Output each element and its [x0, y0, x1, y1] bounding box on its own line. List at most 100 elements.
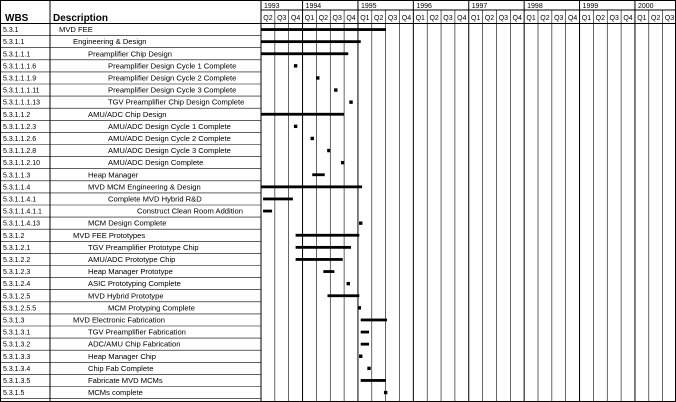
task-name: AMU/ADC Design Complete [108, 158, 203, 167]
task-bar [360, 379, 386, 382]
quarter-label: Q3 [333, 15, 342, 22]
task-name: Complete MVD Hybrid R&D [108, 194, 202, 203]
task-name: Heap Manager Chip [88, 352, 156, 361]
quarter-label: Q3 [277, 15, 286, 22]
wbs-code: 5.3.1.1.4.13 [3, 221, 40, 228]
quarter-label: Q2 [263, 15, 272, 22]
quarter-label: Q1 [526, 15, 535, 22]
task-bar [263, 209, 273, 213]
wbs-code: 5.3.1.2.2 [3, 257, 30, 264]
task-bar [360, 342, 370, 346]
wbs-code: 5.3.1.2.3 [3, 269, 30, 276]
task-bar [261, 28, 386, 31]
milestone-marker [359, 221, 363, 225]
quarter-label: Q3 [388, 15, 397, 22]
year-label: 2000 [638, 3, 654, 10]
wbs-code: 5.3.1.1 [3, 39, 25, 46]
task-bar [295, 258, 343, 261]
wbs-code: 5.3.1.3.3 [3, 354, 30, 361]
task-name: MVD Hybrid Prototype [88, 291, 164, 300]
wbs-code: 5.3.1.1.2 [3, 112, 30, 119]
task-name: MCMs complete [88, 388, 143, 397]
task-name: Engineering & Design [73, 37, 146, 46]
task-bar [312, 173, 325, 177]
task-name: TGV Preamplifier Fabrication [88, 328, 186, 337]
quarter-label: Q2 [429, 15, 438, 22]
task-name: AMU/ADC Design Cycle 1 Complete [108, 122, 231, 131]
milestone-marker [359, 354, 363, 358]
milestone-marker [341, 160, 345, 165]
wbs-code: 5.3.1.1.3 [3, 172, 30, 179]
quarter-label: Q1 [305, 15, 314, 22]
task-name: MCM Design Complete [88, 219, 167, 228]
task-name: TGV Preamplifier Prototype Chip [88, 243, 199, 252]
task-bar [323, 270, 335, 273]
year-label: 1995 [361, 3, 377, 10]
year-label: 1993 [264, 3, 280, 10]
milestone-marker [334, 88, 338, 92]
task-name: Heap Manager [88, 170, 139, 179]
quarter-label: Q1 [637, 15, 646, 22]
year-label: 1997 [472, 3, 488, 10]
task-name: MVD Electronic Fabrication [73, 315, 165, 324]
quarter-label: Q2 [651, 15, 660, 22]
task-bar [261, 40, 361, 44]
wbs-code: 5.3.1.1.1.9 [3, 75, 36, 82]
milestone-marker [346, 281, 350, 286]
quarter-label: Q2 [485, 15, 494, 22]
quarter-label: Q3 [665, 15, 674, 22]
task-name: MCM Protyping Complete [108, 303, 195, 312]
task-bar [295, 245, 352, 249]
milestone-marker [367, 366, 371, 371]
wbs-code: 5.3.1.1.2.10 [3, 160, 40, 167]
wbs-code: 5.3.1.2.5.5 [3, 305, 36, 312]
milestone-marker [293, 64, 298, 68]
wbs-code: 5.3.1.1.2.8 [3, 148, 36, 155]
wbs-code: 5.3.1.3.1 [3, 330, 30, 337]
quarter-label: Q4 [346, 15, 355, 22]
task-name: AMU/ADC Design Cycle 2 Complete [108, 134, 231, 143]
task-bar [327, 294, 360, 298]
quarter-label: Q2 [540, 15, 549, 22]
quarter-label: Q4 [402, 15, 411, 22]
wbs-code: 5.3.1.1.4.1.1 [3, 209, 42, 216]
milestone-marker [357, 306, 362, 310]
quarter-label: Q1 [471, 15, 480, 22]
wbs-code: 5.3.1 [3, 27, 19, 34]
year-label: 1998 [527, 3, 543, 10]
quarter-label: Q4 [457, 15, 466, 22]
task-name: TGV Preamplifier Chip Design Complete [108, 98, 244, 107]
wbs-code: 5.3.1.2 [3, 233, 25, 240]
quarter-label: Q1 [416, 15, 425, 22]
quarter-label: Q3 [443, 15, 452, 22]
wbs-column-header: WBS [5, 13, 29, 24]
wbs-code: 5.3.1.5 [3, 390, 25, 397]
milestone-marker [293, 124, 298, 129]
task-name: AMU/ADC Chip Design [88, 110, 167, 119]
wbs-code: 5.3.1.1.4.1 [3, 196, 36, 203]
task-name: Preamplifier Chip Design [88, 49, 172, 58]
task-bar [360, 318, 388, 322]
task-bar [261, 52, 349, 56]
quarter-label: Q2 [374, 15, 383, 22]
wbs-code: 5.3.1.3.5 [3, 378, 30, 385]
task-name: Preamplifier Design Cycle 2 Complete [108, 73, 236, 82]
wbs-code: 5.3.1.1.2.3 [3, 124, 36, 131]
wbs-code: 5.3.1.1.1.6 [3, 63, 36, 70]
task-name: MVD MCM Engineering & Design [88, 182, 201, 191]
task-name: Fabricate MVD MCMs [88, 376, 163, 385]
task-name: Chip Fab Complete [88, 364, 153, 373]
quarter-label: Q2 [596, 15, 605, 22]
task-name: Construct Clean Room Addition [137, 207, 243, 216]
quarter-label: Q3 [610, 15, 619, 22]
wbs-code: 5.3.1.3.2 [3, 342, 30, 349]
wbs-code: 5.3.1.3.4 [3, 366, 30, 373]
task-bar [360, 330, 370, 334]
task-bar [263, 197, 293, 201]
milestone-marker [316, 76, 320, 80]
task-bar [295, 233, 360, 237]
quarter-label: Q1 [360, 15, 369, 22]
milestone-marker [349, 100, 353, 104]
